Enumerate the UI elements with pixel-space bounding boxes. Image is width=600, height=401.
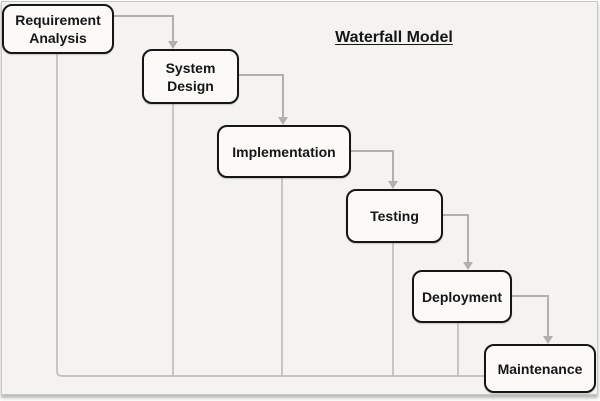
phase-label-system-design: System Design bbox=[165, 59, 216, 94]
arrow-implementation-to-testing bbox=[351, 150, 394, 181]
diagram-canvas bbox=[1, 1, 598, 395]
diagram-title: Waterfall Model bbox=[335, 29, 453, 46]
arrow-requirement-analysis-to-system-design bbox=[114, 15, 174, 41]
arrowhead-testing bbox=[388, 181, 398, 189]
phase-box-deployment: Deployment bbox=[412, 270, 512, 323]
arrow-system-design-to-implementation bbox=[239, 74, 284, 117]
phase-box-system-design: System Design bbox=[142, 49, 239, 104]
phase-label-implementation: Implementation bbox=[232, 143, 336, 160]
feedback-line-requirement-analysis-and-baseline bbox=[56, 54, 484, 377]
phase-box-maintenance: Maintenance bbox=[484, 344, 596, 393]
phase-label-deployment: Deployment bbox=[421, 288, 503, 305]
arrowhead-maintenance bbox=[543, 336, 553, 344]
phase-box-testing: Testing bbox=[346, 189, 443, 243]
arrow-testing-to-deployment bbox=[443, 214, 469, 262]
phase-label-requirement-analysis: Requirement Analysis bbox=[15, 12, 101, 46]
phase-label-maintenance: Maintenance bbox=[497, 360, 583, 377]
phase-box-requirement-analysis: Requirement Analysis bbox=[2, 4, 114, 54]
arrowhead-system-design bbox=[168, 41, 178, 49]
arrowhead-deployment bbox=[463, 262, 473, 270]
arrowhead-implementation bbox=[278, 117, 288, 125]
phase-box-implementation: Implementation bbox=[217, 125, 351, 178]
phase-label-testing: Testing bbox=[370, 208, 419, 224]
arrow-deployment-to-maintenance bbox=[512, 295, 549, 336]
